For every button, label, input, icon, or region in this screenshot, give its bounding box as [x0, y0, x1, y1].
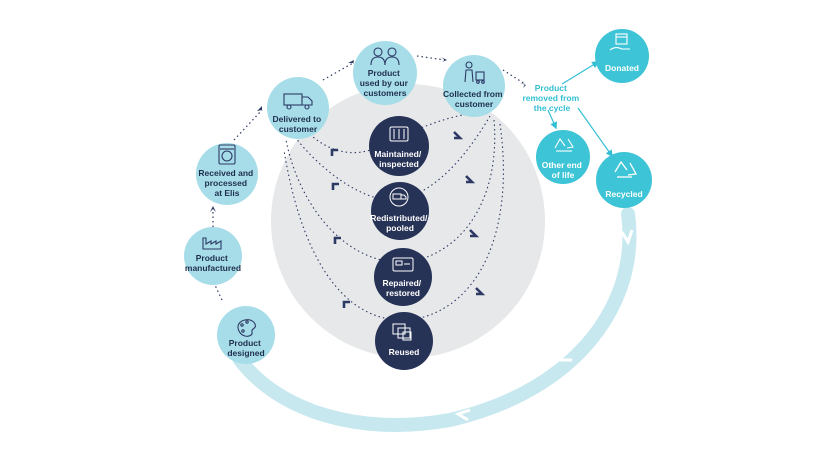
node-maintained-inspected: Maintained/ inspected: [369, 116, 429, 176]
svg-text:Other end of life: Other end of life: [542, 160, 585, 180]
node-delivered-to-customer: Delivered to customer: [267, 77, 329, 139]
removal-arrows: [547, 61, 613, 158]
outer-return-band: [233, 207, 637, 432]
svg-text:Collected from customer: Collected from customer: [443, 89, 505, 109]
palette-icon: [237, 319, 256, 337]
node-donated: Donated: [595, 29, 649, 83]
truck-cycle-icon: [389, 187, 409, 207]
washing-machine-icon: [218, 144, 236, 165]
node-received-processed: Received and processed at Elis: [196, 143, 258, 205]
inner-chevrons: [330, 131, 486, 308]
recycle-icon: [614, 160, 638, 178]
node-product-used: Product used by our customers: [353, 41, 417, 105]
svg-text:Maintained/ inspected: Maintained/ inspected: [374, 149, 423, 169]
outer-dotted-loop: [212, 55, 526, 301]
svg-text:Product used by our: Product used by our customers: [360, 68, 411, 98]
worker-cart-icon: [464, 61, 485, 84]
delivery-truck-icon: [283, 93, 313, 110]
svg-text:Repaired/ restored: Repaired/ restored: [382, 278, 423, 298]
node-product-designed: Product designed: [217, 306, 275, 364]
sewing-machine-icon: [392, 257, 414, 272]
node-product-manufactured: Product manufactured: [184, 227, 242, 285]
svg-text:Redistributed/ pooled: Redistributed/ pooled: [370, 213, 430, 233]
node-reused: Reused: [375, 312, 433, 370]
svg-text:Reused: Reused: [389, 347, 420, 357]
factory-icon: [202, 237, 222, 250]
node-recycled: Recycled: [596, 152, 652, 208]
people-icon: [370, 47, 400, 66]
recycle-outline-icon: [554, 137, 574, 152]
svg-text:Recycled: Recycled: [605, 189, 642, 199]
svg-text:Product designed: Product designed: [227, 338, 264, 358]
svg-text:Product manufactured: Product manufactured: [185, 253, 241, 273]
svg-text:Donated: Donated: [605, 63, 639, 73]
svg-text:Delivered to customer: Delivered to customer: [272, 114, 323, 134]
checklist-icon: [389, 126, 409, 142]
node-repaired-restored: Repaired/ restored: [374, 248, 432, 306]
node-other-end-of-life: Other end of life: [536, 130, 590, 184]
band-chevrons: [313, 229, 634, 422]
removed-from-cycle-label: Product removed from the cycle: [522, 83, 581, 113]
node-redistributed-pooled: Redistributed/ pooled: [370, 182, 430, 240]
garment-stack-icon: [392, 323, 412, 341]
svg-text:Received and processed: Received and processed at Elis: [198, 168, 255, 198]
hand-box-icon: [609, 33, 630, 51]
node-collected-from-customer: Collected from customer: [443, 55, 505, 117]
